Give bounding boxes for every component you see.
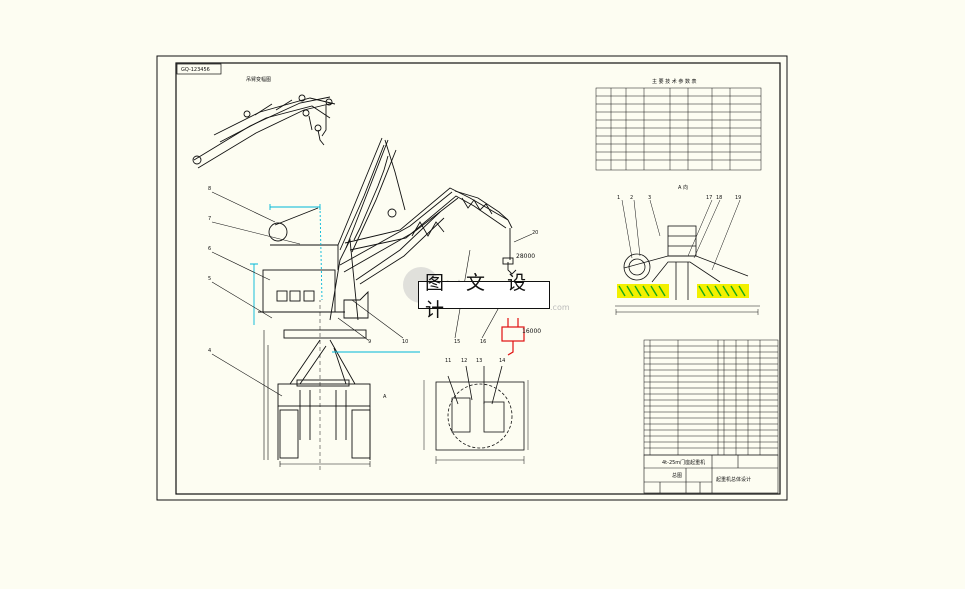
label-16000: 16000 (522, 328, 541, 335)
callout-19: 19 (735, 195, 741, 201)
sheet-inner-border (175, 62, 781, 495)
callout-13: 13 (476, 358, 482, 364)
callout-12: 12 (461, 358, 467, 364)
title-block-school: 起重机总体设计 (716, 476, 751, 483)
callout-16: 16 (480, 339, 486, 345)
sheet-outer-border (156, 55, 788, 501)
luffing-diagram (192, 94, 336, 169)
params-table (595, 87, 762, 171)
hook-position-16000 (501, 318, 525, 356)
top-note: 吊臂变幅图 (246, 76, 271, 83)
callout-4: 4 (208, 348, 211, 354)
callout-15: 15 (454, 339, 460, 345)
title-block-name: 4t-25m门座起重机 (662, 459, 705, 466)
title-block (643, 454, 779, 494)
callout-14: 14 (499, 358, 505, 364)
title-block-sub: 总图 (672, 472, 682, 479)
callout-5: 5 (208, 276, 211, 282)
callout-7: 7 (208, 216, 211, 222)
side-view (615, 199, 760, 315)
callout-18: 18 (716, 195, 722, 201)
callout-6: 6 (208, 246, 211, 252)
callout-3: 3 (648, 195, 651, 201)
callout-2: 2 (630, 195, 633, 201)
callout-20: 20 (532, 230, 538, 236)
section-view (423, 365, 529, 464)
label-A: A (383, 394, 387, 400)
parts-list (643, 339, 779, 456)
crane-elevation (250, 137, 517, 470)
watermark-banner: 图 文 设 计 (418, 272, 550, 321)
params-table-title: 主 要 技 术 参 数 表 (652, 78, 697, 85)
callout-1: 1 (617, 195, 620, 201)
callout-11: 11 (445, 358, 451, 364)
watermark-url: .com (550, 303, 570, 312)
callout-17: 17 (706, 195, 712, 201)
ground-hatch (617, 284, 749, 298)
callout-8: 8 (208, 186, 211, 192)
callout-9: 9 (368, 339, 371, 345)
corner-tag-box (176, 63, 222, 75)
label-28000: 28000 (516, 253, 535, 260)
view-label: A 向 (678, 184, 688, 191)
corner-tag: GQ-123456 (181, 67, 210, 73)
callout-10: 10 (402, 339, 408, 345)
